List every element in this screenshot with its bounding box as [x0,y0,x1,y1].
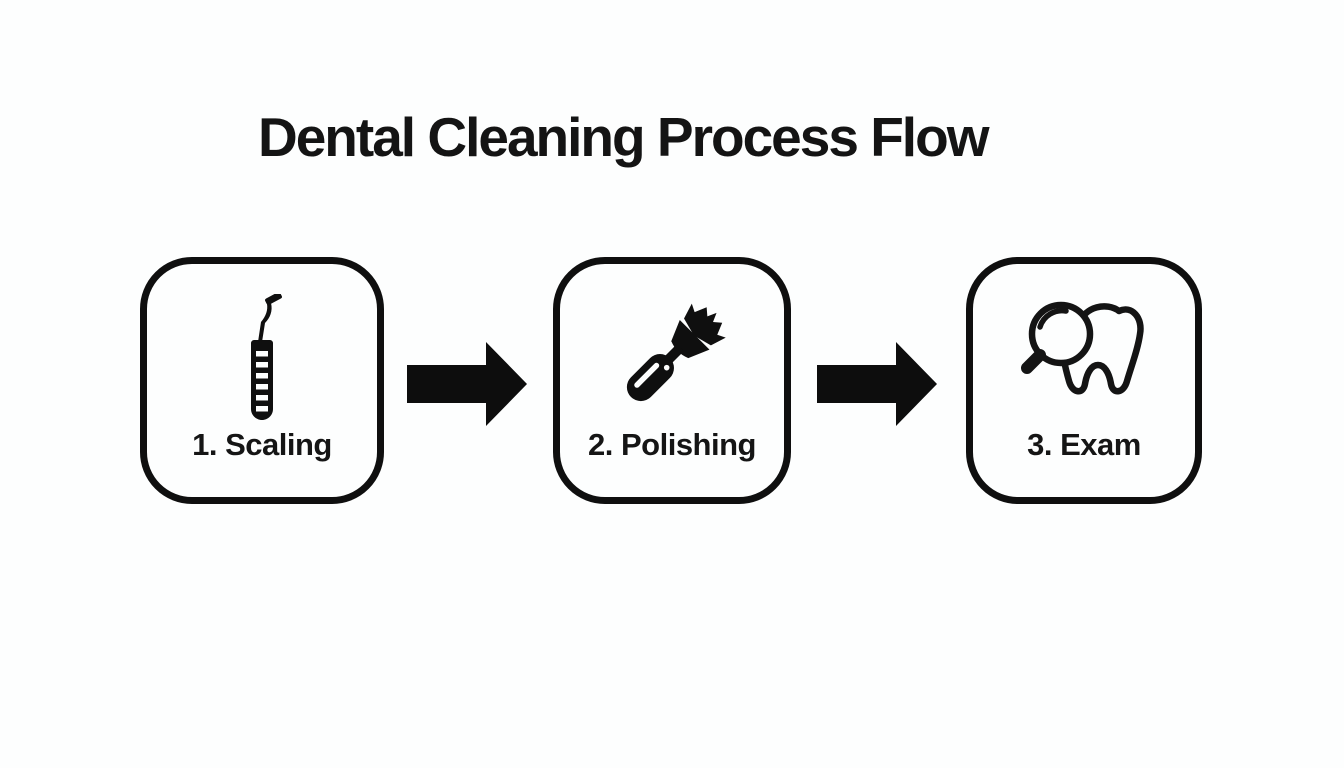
arrow-right-icon [817,342,937,426]
dental-scaler-icon [236,294,288,420]
step-box-polishing: 2. Polishing [553,257,791,504]
step-box-scaling: 1. Scaling [140,257,384,504]
arrow-right-icon [407,342,527,426]
polishing-brush-icon [611,294,733,416]
step-label: 3. Exam [1027,427,1141,462]
step-label: 1. Scaling [192,427,332,462]
step-box-exam: 3. Exam [966,257,1202,504]
magnifier-tooth-icon [1019,294,1149,412]
diagram-title: Dental Cleaning Process Flow [258,106,989,168]
step-label: 2. Polishing [588,427,756,462]
